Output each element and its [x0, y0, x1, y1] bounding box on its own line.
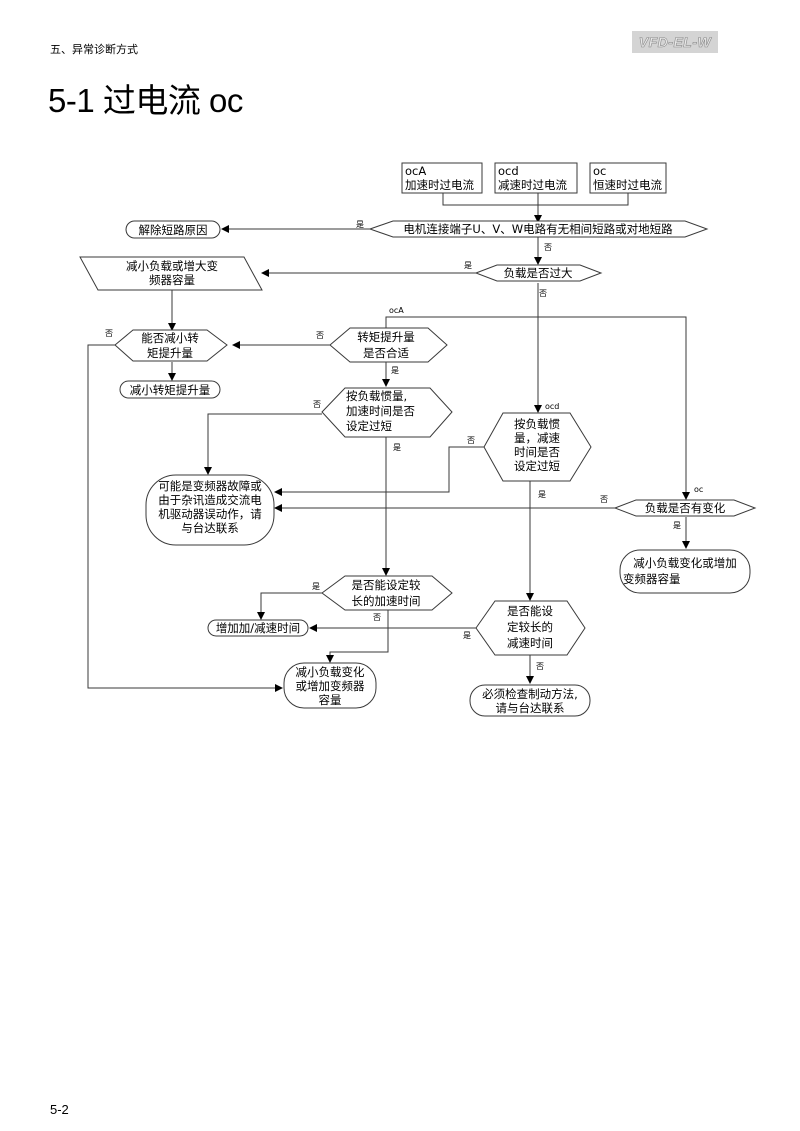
start-box-text: 加速时过电流	[405, 178, 474, 192]
node-text: 设定过短	[514, 459, 560, 473]
label-no: 否	[600, 495, 608, 504]
node-text: 变频器容量	[623, 572, 681, 586]
node-text: 是否合适	[363, 346, 409, 360]
connector-accel-no	[204, 413, 322, 475]
decision-longer-decel: 是否能设 定较长的 减速时间	[475, 600, 586, 656]
terminal-drive-fault: 可能是变频器故障或 由于杂讯造成交流电 机驱动器误动作，请 与台达联系	[145, 474, 275, 546]
label-no: 否	[539, 289, 547, 298]
node-text: 定较长的	[507, 620, 553, 634]
model-badge: VFD-EL-W	[632, 31, 718, 53]
node-text: 减小负载或增大变	[126, 259, 218, 273]
node-text: 由于杂讯造成交流电	[158, 493, 262, 507]
connector-start-merge	[442, 193, 629, 206]
start-box-oca: ocA 加速时过电流	[401, 162, 483, 194]
connector-decel-no	[274, 446, 484, 496]
terminal-remove-short: 解除短路原因	[125, 220, 221, 239]
process-reduce-load: 减小负载或增大变 频器容量	[79, 256, 263, 291]
decision-can-reduce-torque: 能否减小转 矩提升量	[114, 329, 228, 362]
label-yes: 是	[464, 261, 472, 270]
label-no: 否	[467, 436, 475, 445]
node-text: 按负载惯量,	[346, 389, 407, 403]
decision-short-check: 电机连接端子U、V、W电路有无相间短路或对地短路	[368, 220, 709, 238]
node-text: 设定过短	[346, 419, 392, 433]
label-yes: 是	[391, 366, 399, 375]
node-text: 长的加速时间	[352, 594, 421, 608]
section-label: 五、异常诊断方式	[50, 43, 138, 56]
label-no: 否	[316, 331, 324, 340]
label-ocd: ocd	[545, 402, 559, 411]
branch-labels: 是 否 是 否 ocA 否 否 是 否 ocd 是 否 是 oc 否 是 是 否…	[105, 220, 703, 671]
node-text: 可能是变频器故障或	[158, 479, 262, 493]
connector-oca-oc-branch	[385, 316, 690, 500]
start-box-code: oc	[593, 164, 606, 178]
label-no: 否	[544, 243, 552, 252]
label-yes: 是	[356, 220, 364, 229]
label-no: 否	[373, 613, 381, 622]
node-text: 时间是否	[514, 445, 560, 459]
connector-longer-accel-yes	[257, 592, 322, 620]
node-text: 能否减小转	[141, 331, 199, 345]
node-text: 频器容量	[149, 273, 195, 287]
node-text: 容量	[319, 693, 342, 707]
decision-decel-short: 按负载惯 量，减速 时间是否 设定过短	[483, 412, 592, 482]
terminal-reduce-torque: 减小转矩提升量	[119, 380, 221, 399]
connector-can-reduce-no	[87, 344, 283, 692]
decision-load-too-big: 负载是否过大	[474, 264, 603, 282]
node-text: 减速时间	[507, 636, 553, 650]
node-text: 减小负载变化或增加	[633, 556, 737, 570]
terminal-increase-time: 增加加/减速时间	[207, 619, 309, 637]
start-box-oc: oc 恒速时过电流	[589, 162, 667, 194]
node-text: 按负载惯	[514, 417, 560, 431]
decision-load-change: 负载是否有变化	[613, 499, 757, 517]
node-text: 电机连接端子U、V、W电路有无相间短路或对地短路	[403, 222, 673, 236]
node-text: 请与台达联系	[496, 701, 565, 715]
label-yes: 是	[393, 443, 401, 452]
node-text: 增加加/减速时间	[216, 621, 300, 635]
start-box-code: ocA	[405, 164, 426, 178]
terminal-check-brake: 必须检查制动方法, 请与台达联系	[469, 684, 591, 717]
node-text: 是否能设定较	[352, 578, 421, 592]
terminal-reduce-load-change-2: 减小负载变化 或增加变频器 容量	[283, 662, 377, 709]
page-number: 5-2	[50, 1102, 69, 1117]
label-yes: 是	[463, 631, 471, 640]
label-no: 否	[536, 662, 544, 671]
label-yes: 是	[312, 582, 320, 591]
label-yes: 是	[673, 521, 681, 530]
terminal-reduce-load-change: 减小负载变化或增加 变频器容量	[619, 549, 751, 594]
decision-longer-accel: 是否能设定较 长的加速时间	[321, 575, 453, 611]
connector-longer-accel-no	[326, 610, 389, 663]
decision-accel-short: 按负载惯量, 加速时间是否 设定过短	[321, 387, 453, 438]
node-text: 必须检查制动方法,	[482, 687, 578, 701]
page-title: 5-1 过电流 oc	[48, 82, 243, 119]
label-no: 否	[105, 329, 113, 338]
start-box-ocd: ocd 减速时过电流	[494, 162, 578, 194]
label-oc: oc	[694, 485, 703, 494]
node-text: 量，减速	[514, 431, 560, 445]
node-text: 解除短路原因	[139, 223, 208, 237]
node-text: 加速时间是否	[346, 404, 415, 418]
node-text: 减小负载变化	[296, 665, 365, 679]
node-text: 负载是否有变化	[645, 501, 726, 515]
node-text: 是否能设	[507, 604, 553, 618]
label-no: 否	[313, 400, 321, 409]
label-yes: 是	[538, 490, 546, 499]
label-oca: ocA	[389, 306, 404, 315]
node-text: 机驱动器误动作，请	[158, 507, 262, 521]
start-box-code: ocd	[498, 164, 519, 178]
connectors	[87, 193, 690, 692]
node-text: 或增加变频器	[296, 679, 365, 693]
node-text: 转矩提升量	[357, 330, 415, 344]
node-text: 减小转矩提升量	[130, 383, 211, 397]
node-text: 矩提升量	[147, 346, 193, 360]
node-text: 负载是否过大	[504, 266, 573, 280]
start-box-text: 减速时过电流	[498, 178, 567, 192]
node-text: 与台达联系	[181, 521, 239, 535]
start-box-text: 恒速时过电流	[593, 178, 662, 192]
decision-torque-ok: 转矩提升量 是否合适	[329, 327, 448, 363]
